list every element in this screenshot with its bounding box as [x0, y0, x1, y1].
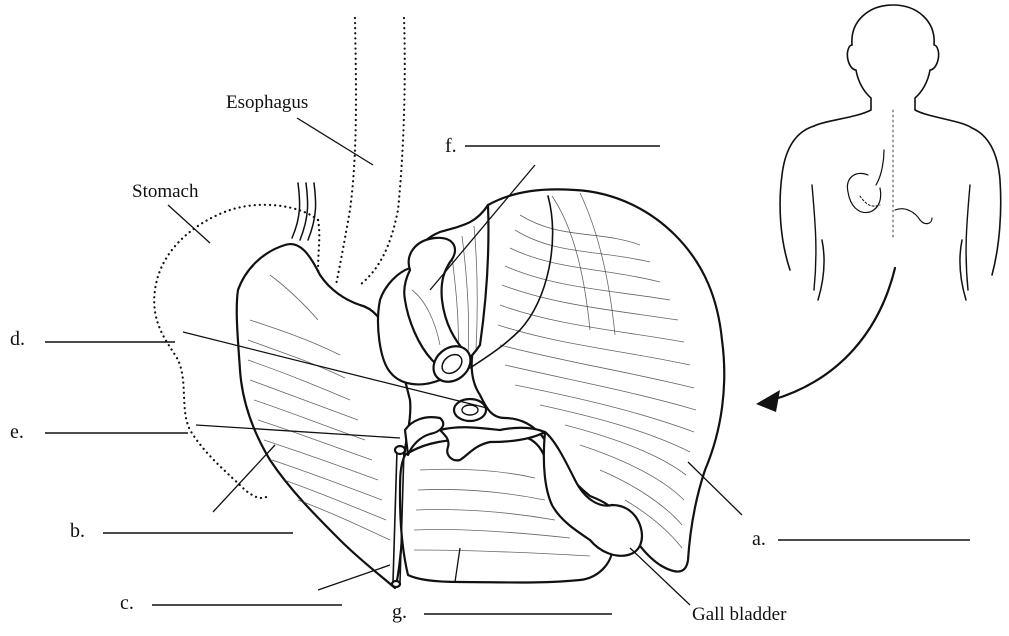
svg-text:d.: d. [10, 328, 25, 350]
esophagus-outline [336, 18, 405, 285]
svg-text:Stomach: Stomach [132, 181, 199, 202]
svg-text:a.: a. [752, 528, 766, 550]
svg-text:f.: f. [445, 135, 457, 157]
label-esophagus: Esophagus [226, 92, 373, 165]
svg-text:b.: b. [70, 520, 85, 542]
svg-text:g.: g. [392, 601, 407, 623]
svg-text:Esophagus: Esophagus [226, 92, 308, 113]
label-b: b. [70, 445, 293, 542]
view-arrow [756, 268, 895, 412]
body-back-view [780, 5, 1001, 300]
svg-text:c.: c. [120, 592, 134, 614]
label-a: a. [688, 462, 970, 550]
label-c: c. [120, 565, 390, 614]
label-stomach: Stomach [132, 181, 210, 243]
svg-text:e.: e. [10, 421, 24, 443]
svg-text:Gall bladder: Gall bladder [692, 604, 787, 625]
